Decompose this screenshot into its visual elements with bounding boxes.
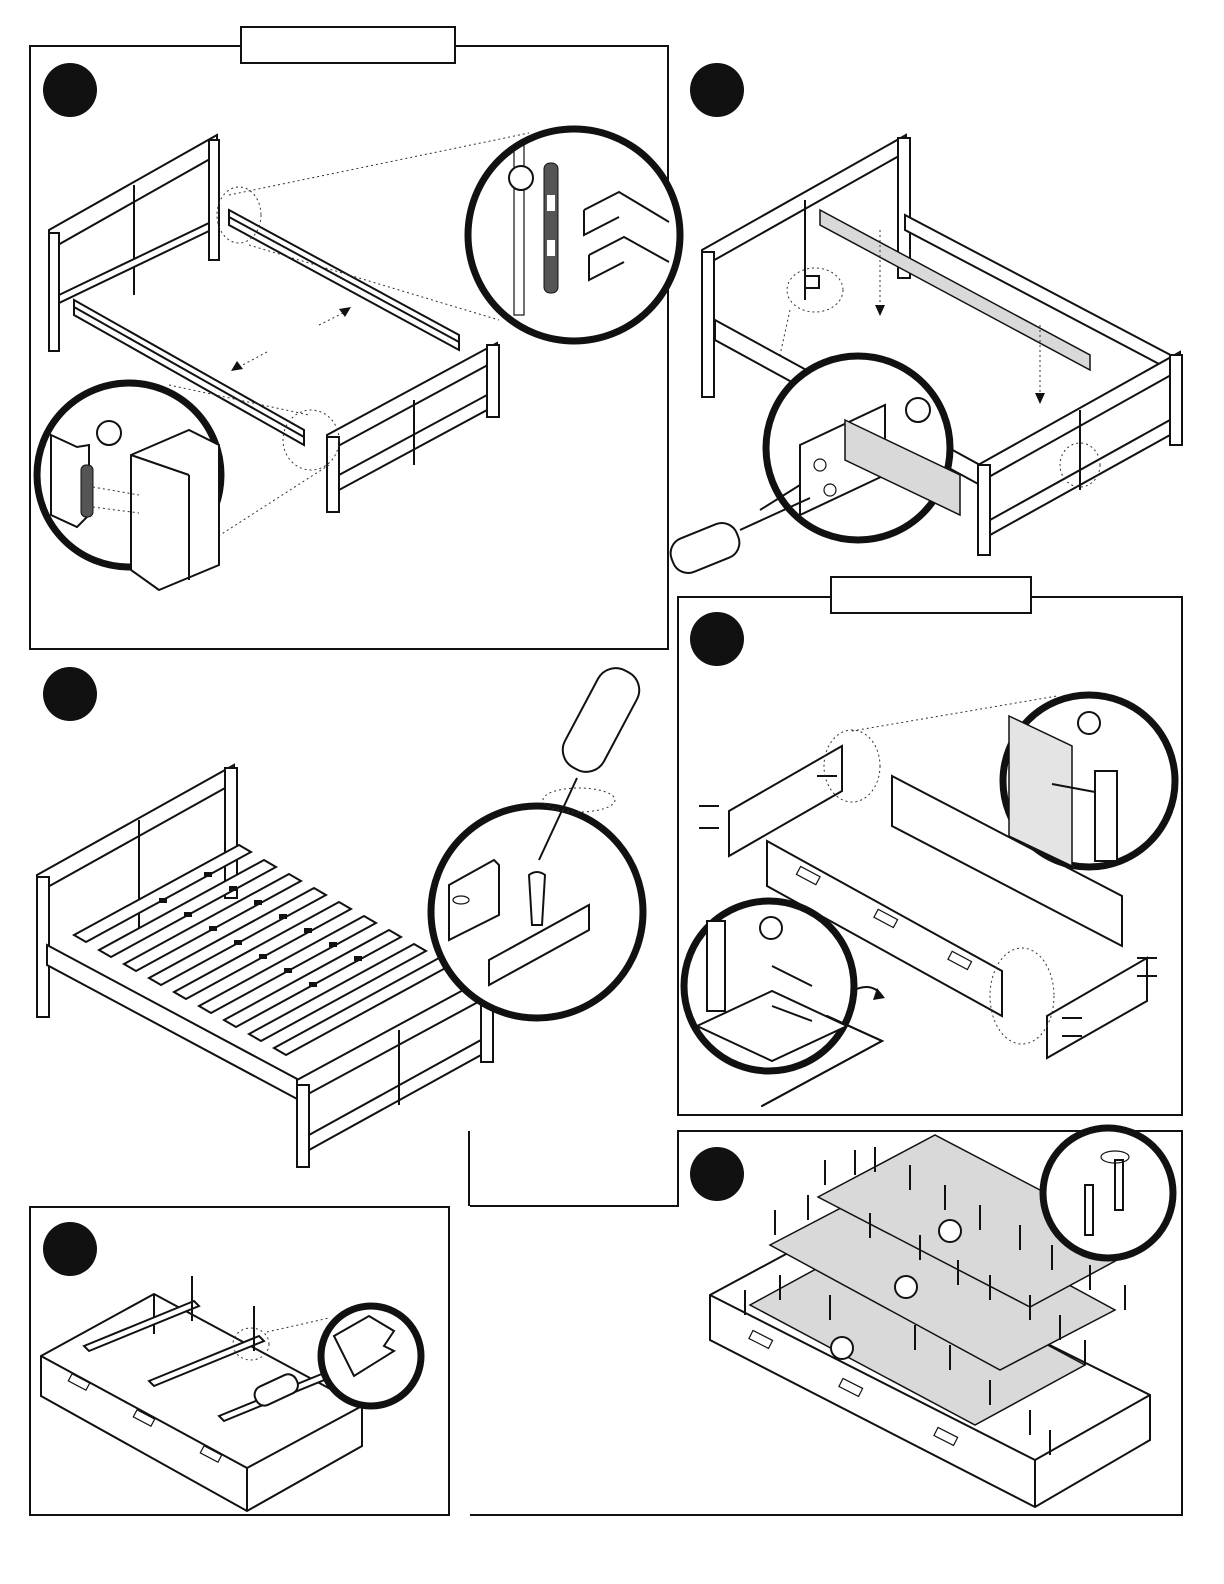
detail-zoom-circle-upper (468, 129, 680, 341)
screwdriver-handle (556, 661, 646, 779)
step-1-illustration (29, 45, 669, 650)
step-2-illustration (680, 120, 1200, 580)
detail-zoom-circle (1043, 1128, 1173, 1258)
step-4-illustration (677, 596, 1183, 1116)
step-number-marker-2 (690, 63, 744, 117)
step-6-illustration (690, 1135, 1180, 1515)
drawer-box (41, 1294, 362, 1511)
bed-slats (74, 845, 451, 1055)
step-5-illustration (29, 1206, 450, 1516)
screwdriver-handle (666, 518, 744, 578)
center-support-rail (820, 210, 1090, 370)
detail-zoom-circle (321, 1306, 421, 1406)
step-3-illustration (29, 660, 669, 1180)
